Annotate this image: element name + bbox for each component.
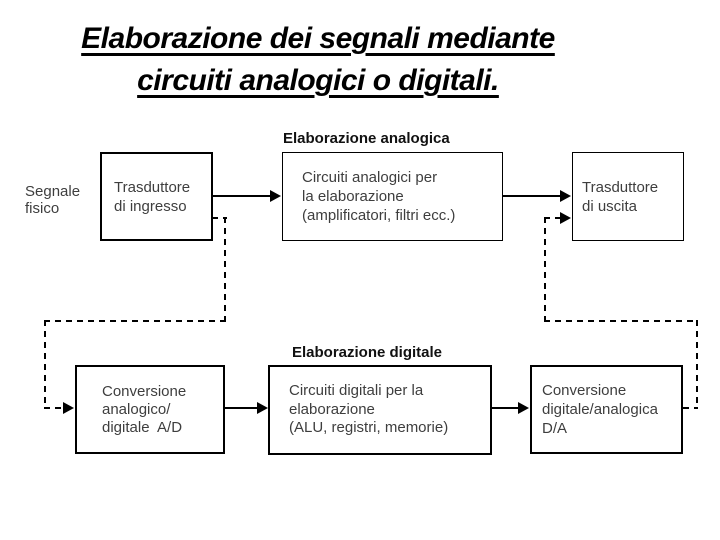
dashed-connector-da-to-output-seg2 [696,320,698,409]
dashed-connector-input-to-ad-seg5 [44,407,64,409]
dashed-connector-input-to-ad-seg3 [44,320,226,322]
arrow-input-to-analog-head [270,190,281,202]
page-title-row-1: Elaborazione dei segnali mediante [8,18,628,60]
dashed-connector-da-to-output-seg5 [544,217,561,219]
dashed-connector-input-to-ad-seg2 [224,217,226,322]
ad-conversion-box: Conversione analogico/ digitale A/D [75,365,225,454]
arrowhead-into-ad-conversion [63,402,74,414]
output-transducer-text: Trasduttore di uscita [582,178,659,215]
output-transducer-box: Trasduttore di uscita [572,152,684,241]
page-title-row-2: circuiti analogici o digitali. [8,60,628,102]
arrow-analog-to-output-head [560,190,571,202]
page-title-line-1: Elaborazione dei segnali mediante [81,22,555,55]
arrow-ad-to-digital-head [257,402,268,414]
analog-section-label: Elaborazione analogica [283,130,450,147]
page-title: Elaborazione dei segnali mediante circui… [8,18,628,102]
arrowhead-into-output-transducer [560,212,571,224]
da-conversion-text: Conversione digitale/analogica D/A [542,382,658,437]
arrow-digital-to-da-line [492,407,519,409]
arrow-ad-to-digital-line [225,407,258,409]
analog-circuits-box: Circuiti analogici per la elaborazione (… [282,152,503,241]
da-conversion-box: Conversione digitale/analogica D/A [530,365,683,454]
input-signal-label: Segnale fisico [25,183,81,217]
dashed-connector-input-to-ad-seg4 [44,320,46,409]
ad-conversion-text: Conversione analogico/ digitale A/D [102,382,187,436]
digital-circuits-box: Circuiti digitali per la elaborazione (A… [268,365,492,455]
digital-circuits-text: Circuiti digitali per la elaborazione (A… [289,382,449,437]
analog-circuits-text: Circuiti analogici per la elaborazione (… [302,169,456,224]
dashed-connector-input-to-ad-seg1 [212,217,227,219]
dashed-connector-da-to-output-seg4 [544,217,546,322]
digital-section-label: Elaborazione digitale [292,344,443,361]
arrow-digital-to-da-head [518,402,529,414]
input-transducer-box: Trasduttore di ingresso [100,152,213,241]
arrow-analog-to-output-line [503,195,561,197]
dashed-connector-da-to-output-seg3 [544,320,698,322]
input-transducer-text: Trasduttore di ingresso [114,178,191,215]
arrow-input-to-analog-line [213,195,271,197]
dashed-connector-da-to-output-seg1 [683,407,698,409]
page-title-line-2: circuiti analogici o digitali. [137,64,499,97]
